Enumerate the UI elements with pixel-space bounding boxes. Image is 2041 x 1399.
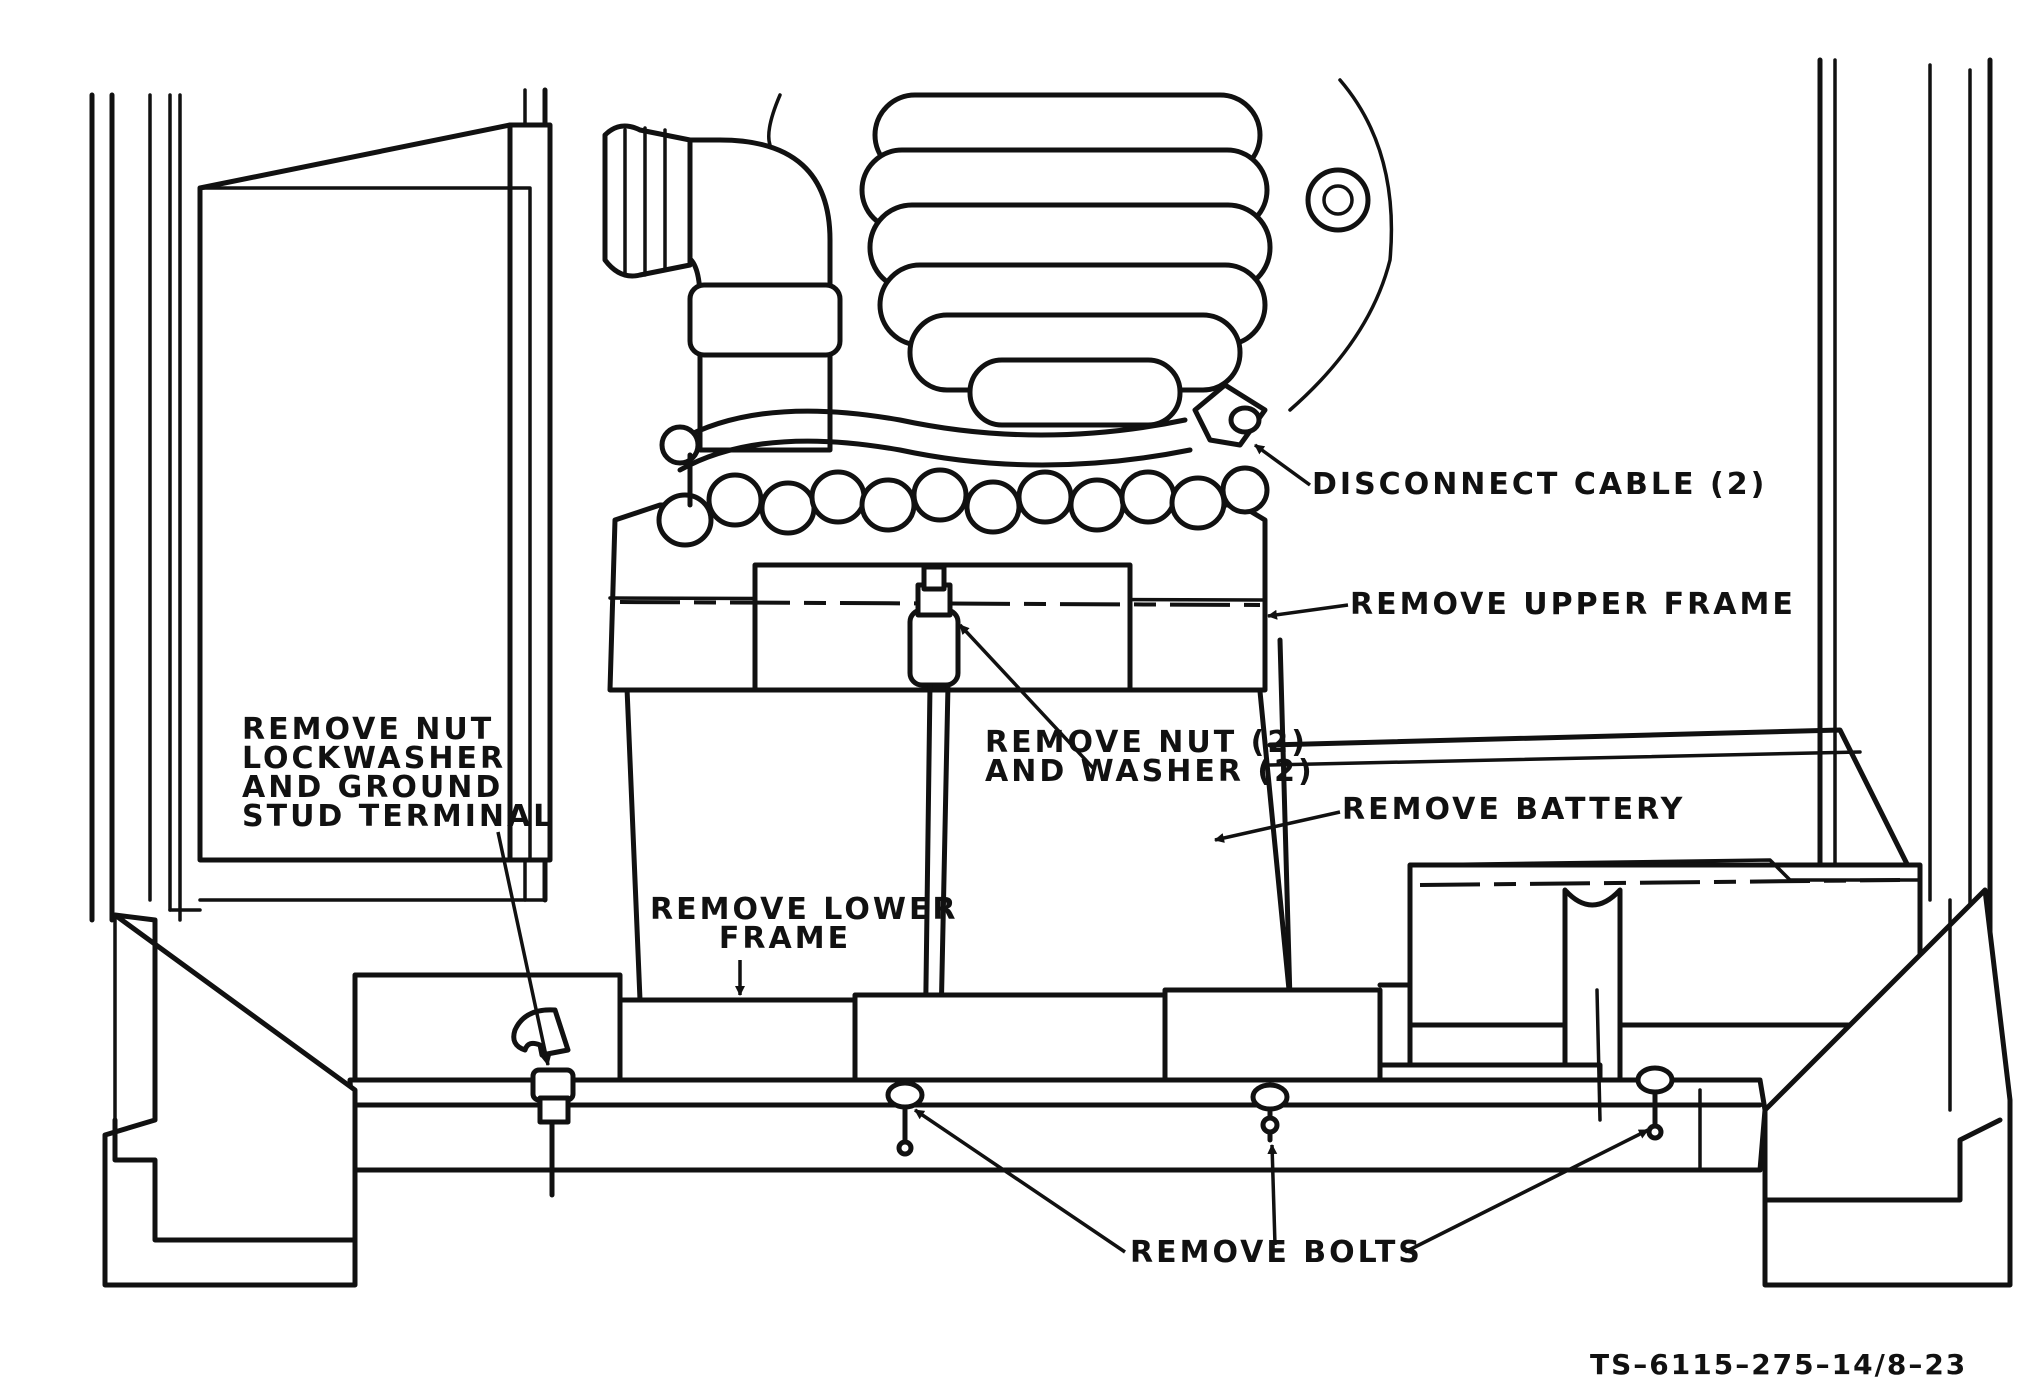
right-skid: [1762, 887, 2013, 1288]
callout-remove-lower-frame-line-1: REMOVE LOWER: [650, 892, 959, 927]
battery-cables: [659, 382, 1268, 508]
callout-remove-bolts: REMOVE BOLTS: [1130, 1235, 1423, 1270]
left-skid: [102, 912, 358, 1288]
callout-remove-nut-lockwasher: REMOVE NUT LOCKWASHER AND GROUND STUD TE…: [242, 712, 556, 834]
callout-remove-battery: REMOVE BATTERY: [1342, 792, 1686, 827]
callout-remove-nut-washer-line-2: AND WASHER (2): [985, 754, 1315, 789]
figure-id: TS–6115–275–14/8–23: [1590, 1348, 1968, 1381]
callout-remove-nut-lockwasher-line-4: STUD TERMINAL: [242, 799, 556, 834]
callout-remove-upper-frame: REMOVE UPPER FRAME: [1350, 587, 1796, 622]
callout-remove-nut-washer: REMOVE NUT (2) AND WASHER (2): [985, 725, 1315, 789]
bolts: [885, 1065, 1675, 1157]
left-control-box: [168, 122, 553, 912]
leader-lines: [496, 443, 1649, 1254]
callout-disconnect-cable: DISCONNECT CABLE (2): [1312, 467, 1768, 502]
callout-remove-lower-frame: REMOVE LOWER FRAME: [650, 892, 959, 956]
engine-cooling-fins: [859, 78, 1394, 428]
battery-tray: [1267, 727, 1923, 1093]
air-intake-elbow: [602, 93, 843, 453]
callout-remove-nut-lockwasher-line-1: REMOVE NUT: [242, 712, 495, 747]
callout-remove-nut-lockwasher-line-3: AND GROUND: [242, 770, 504, 805]
battery-cell-caps: [656, 465, 1270, 548]
callout-remove-nut-washer-line-1: REMOVE NUT (2): [985, 725, 1308, 760]
callout-remove-nut-lockwasher-line-2: LOCKWASHER: [242, 741, 507, 776]
callout-remove-lower-frame-line-2: FRAME: [718, 921, 852, 956]
